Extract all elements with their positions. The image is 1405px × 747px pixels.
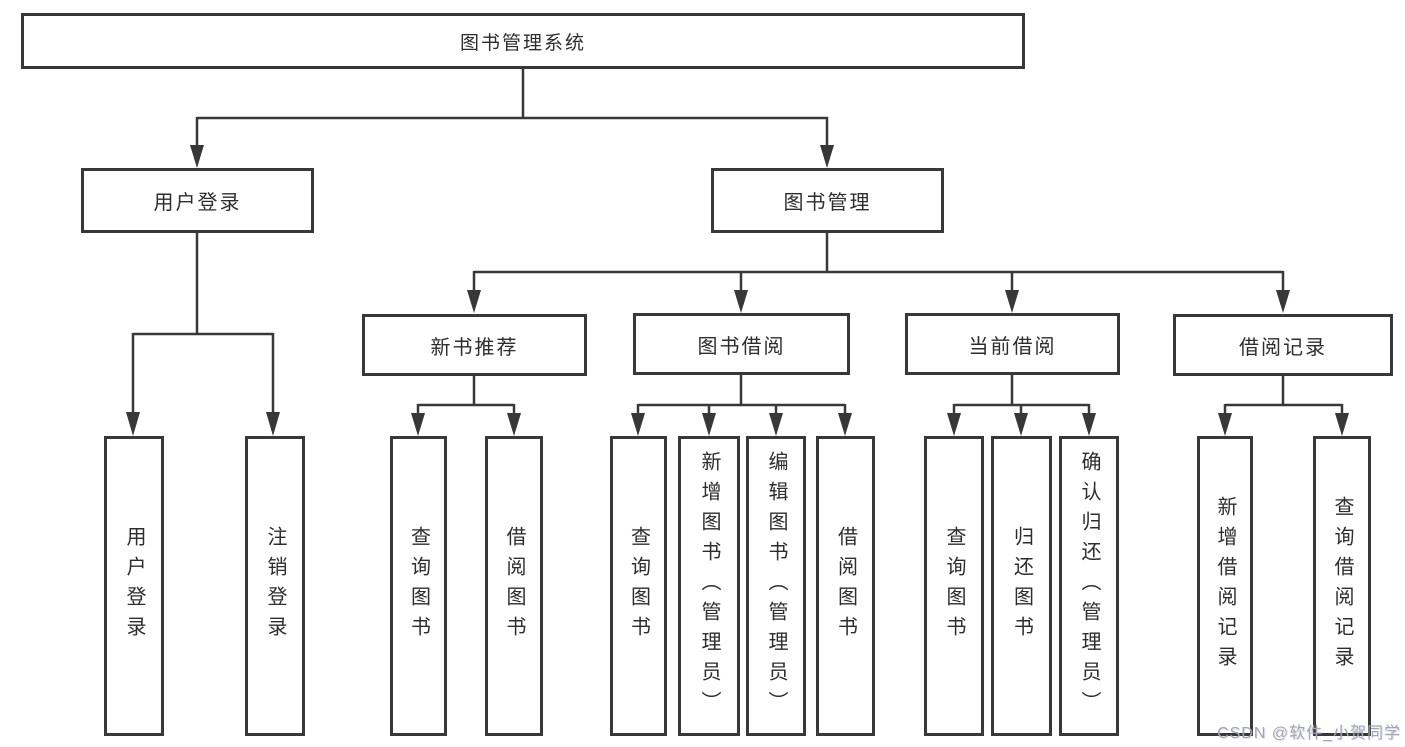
leaf-records-query-record: 查询借阅记录 bbox=[1313, 436, 1371, 736]
leaf-recommend-query-books: 查询图书 bbox=[390, 436, 447, 736]
leaf-borrow-query-books: 查询图书 bbox=[610, 436, 667, 736]
leaf-current-confirm-return-admin: 确认归还（管理员） bbox=[1059, 436, 1119, 736]
leaf-records-add-record: 新增借阅记录 bbox=[1197, 436, 1253, 736]
node-current-borrow-label: 当前借阅 bbox=[968, 335, 1057, 358]
node-book-management: 图书管理 bbox=[711, 168, 944, 233]
connector-bookmgmt-to-level3 bbox=[467, 233, 1290, 313]
leaf-borrow-query-books-label: 查询图书 bbox=[627, 526, 650, 646]
leaf-current-confirm-return-admin-label: 确认归还（管理员） bbox=[1078, 451, 1100, 721]
connector-root-to-level2 bbox=[190, 69, 834, 168]
leaf-user-login: 用户登录 bbox=[104, 436, 164, 736]
leaf-user-login-label: 用户登录 bbox=[123, 526, 145, 646]
node-user-login-group: 用户登录 bbox=[81, 168, 314, 233]
connector-borrow-to-leaves bbox=[631, 375, 852, 436]
node-user-login-group-label: 用户登录 bbox=[153, 192, 242, 214]
connector-userlogin-to-leaves bbox=[126, 233, 280, 436]
node-root: 图书管理系统 bbox=[21, 13, 1025, 69]
connector-records-to-leaves bbox=[1218, 376, 1349, 436]
node-root-label: 图书管理系统 bbox=[459, 32, 586, 54]
csdn-watermark: CSDN @软件_小贺同学 bbox=[1217, 725, 1401, 742]
connector-recommend-to-leaves bbox=[411, 376, 521, 436]
node-borrow-records: 借阅记录 bbox=[1173, 314, 1393, 376]
leaf-recommend-query-books-label: 查询图书 bbox=[407, 526, 430, 646]
leaf-current-query-books-label: 查询图书 bbox=[943, 526, 965, 646]
leaf-borrow-add-books-admin-label: 新增图书（管理员） bbox=[698, 451, 720, 721]
leaf-current-query-books: 查询图书 bbox=[924, 436, 984, 736]
node-book-borrow: 图书借阅 bbox=[633, 313, 850, 375]
leaf-borrow-borrow-books-label: 借阅图书 bbox=[834, 526, 857, 646]
leaf-borrow-borrow-books: 借阅图书 bbox=[816, 436, 875, 736]
leaf-recommend-borrow-books: 借阅图书 bbox=[485, 436, 543, 736]
leaf-current-return-books-label: 归还图书 bbox=[1010, 526, 1033, 646]
connector-current-to-leaves bbox=[947, 375, 1096, 436]
leaf-borrow-add-books-admin: 新增图书（管理员） bbox=[678, 436, 740, 736]
leaf-recommend-borrow-books-label: 借阅图书 bbox=[503, 526, 525, 646]
node-new-book-recommend-label: 新书推荐 bbox=[430, 336, 519, 359]
leaf-current-return-books: 归还图书 bbox=[991, 436, 1052, 736]
leaf-borrow-edit-books-admin-label: 编辑图书（管理员） bbox=[765, 451, 787, 721]
node-book-borrow-label: 图书借阅 bbox=[697, 335, 786, 358]
node-borrow-records-label: 借阅记录 bbox=[1239, 336, 1327, 359]
node-new-book-recommend: 新书推荐 bbox=[362, 314, 587, 376]
node-book-management-label: 图书管理 bbox=[783, 192, 872, 214]
leaf-records-query-record-label: 查询借阅记录 bbox=[1331, 496, 1353, 676]
leaf-logout-label: 注销登录 bbox=[264, 526, 286, 646]
node-current-borrow: 当前借阅 bbox=[905, 313, 1120, 375]
leaf-borrow-edit-books-admin: 编辑图书（管理员） bbox=[746, 436, 806, 736]
leaf-records-add-record-label: 新增借阅记录 bbox=[1214, 496, 1236, 676]
leaf-logout: 注销登录 bbox=[245, 436, 305, 736]
